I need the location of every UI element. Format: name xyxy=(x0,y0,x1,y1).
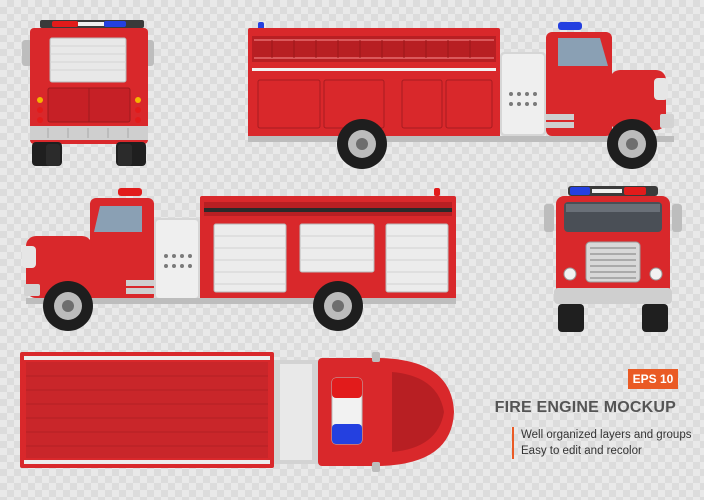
feature-item: Well organized layers and groups xyxy=(512,427,691,443)
eps-badge: EPS 10 xyxy=(628,369,678,389)
fire-engine-side-view-right xyxy=(248,22,674,169)
mockup-title: FIRE ENGINE MOCKUP xyxy=(494,399,676,416)
fire-engine-top-view xyxy=(20,352,454,472)
fire-engine-side-view-left xyxy=(22,188,456,331)
feature-list: Well organized layers and groups Easy to… xyxy=(512,427,691,459)
feature-item: Easy to edit and recolor xyxy=(512,443,682,459)
fire-engine-front-view xyxy=(544,186,682,332)
fire-engine-rear-view xyxy=(22,20,154,166)
